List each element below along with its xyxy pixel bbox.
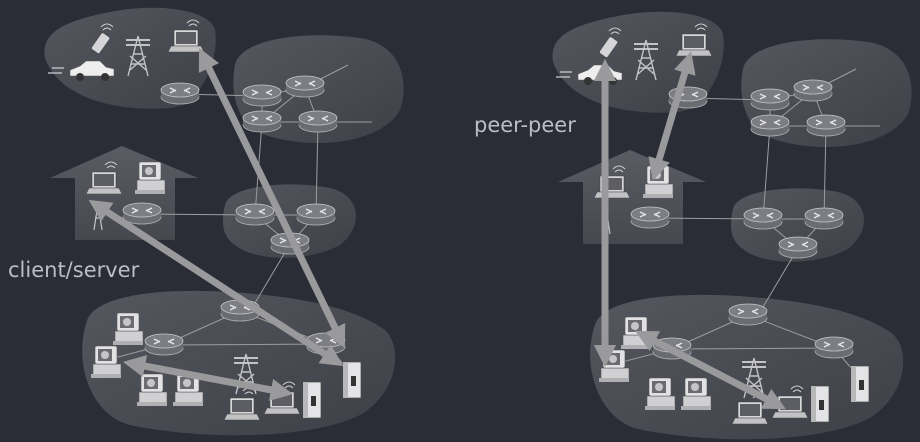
peer-peer-label: peer-peer <box>474 113 576 137</box>
client-server-network <box>44 8 403 436</box>
client-server-arrows <box>88 47 346 401</box>
peer-peer-arrows <box>593 51 786 410</box>
